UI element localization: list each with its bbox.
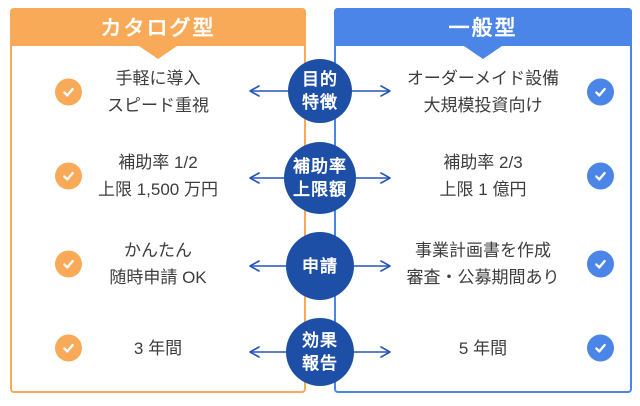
catalog-report-text: 3 年間	[133, 338, 183, 358]
catalog-row-purpose: 手軽に導入 スピード重視	[12, 64, 304, 120]
general-row-application: 事業計画書を作成 審査・公募期間あり	[336, 236, 630, 292]
general-column-header: 一般型	[334, 8, 632, 59]
check-icon	[55, 334, 82, 362]
hub-purpose-label: 目的 特徴	[302, 70, 338, 112]
general-application-text: 事業計画書を作成 審査・公募期間あり	[406, 241, 560, 287]
check-icon	[55, 250, 82, 278]
general-row-purpose: オーダーメイド設備 大規模投資向け	[336, 64, 630, 120]
check-icon	[55, 162, 82, 190]
catalog-row-application: かんたん 随時申請 OK	[12, 236, 304, 292]
general-header-notch	[464, 46, 502, 59]
general-column: 一般型 オーダーメイド設備 大規模投資向け 補助率 2/3 上限 1 億円 事業…	[334, 8, 632, 393]
catalog-column: カタログ型 手軽に導入 スピード重視 補助率 1/2 上限 1,500 万円 か…	[10, 8, 306, 393]
hub-effect-report: 効果 報告	[286, 318, 354, 386]
hub-application-label: 申請	[302, 256, 338, 276]
general-report-text: 5 年間	[458, 338, 508, 358]
catalog-column-title: カタログ型	[100, 17, 216, 40]
catalog-purpose-text: 手軽に導入 スピード重視	[107, 69, 209, 115]
check-icon	[55, 78, 82, 106]
catalog-row-rate: 補助率 1/2 上限 1,500 万円	[12, 148, 304, 204]
hub-purpose: 目的 特徴	[288, 59, 352, 123]
check-icon	[587, 78, 614, 106]
catalog-rate-text: 補助率 1/2 上限 1,500 万円	[98, 153, 218, 199]
hub-application: 申請	[286, 232, 354, 300]
catalog-row-report: 3 年間	[12, 320, 304, 376]
hub-subsidy-rate-label: 補助率 上限額	[293, 157, 347, 199]
general-rate-text: 補助率 2/3 上限 1 億円	[439, 153, 527, 199]
general-row-report: 5 年間	[336, 320, 630, 376]
hub-subsidy-rate: 補助率 上限額	[284, 142, 356, 214]
catalog-header-notch	[139, 46, 177, 59]
hub-effect-report-label: 効果 報告	[302, 331, 338, 373]
general-row-rate: 補助率 2/3 上限 1 億円	[336, 148, 630, 204]
catalog-column-header: カタログ型	[10, 8, 306, 59]
general-purpose-text: オーダーメイド設備 大規模投資向け	[406, 69, 560, 115]
check-icon	[587, 250, 614, 278]
check-icon	[587, 334, 614, 362]
catalog-application-text: かんたん 随時申請 OK	[109, 241, 207, 287]
check-icon	[587, 162, 614, 190]
general-column-title: 一般型	[448, 17, 518, 40]
